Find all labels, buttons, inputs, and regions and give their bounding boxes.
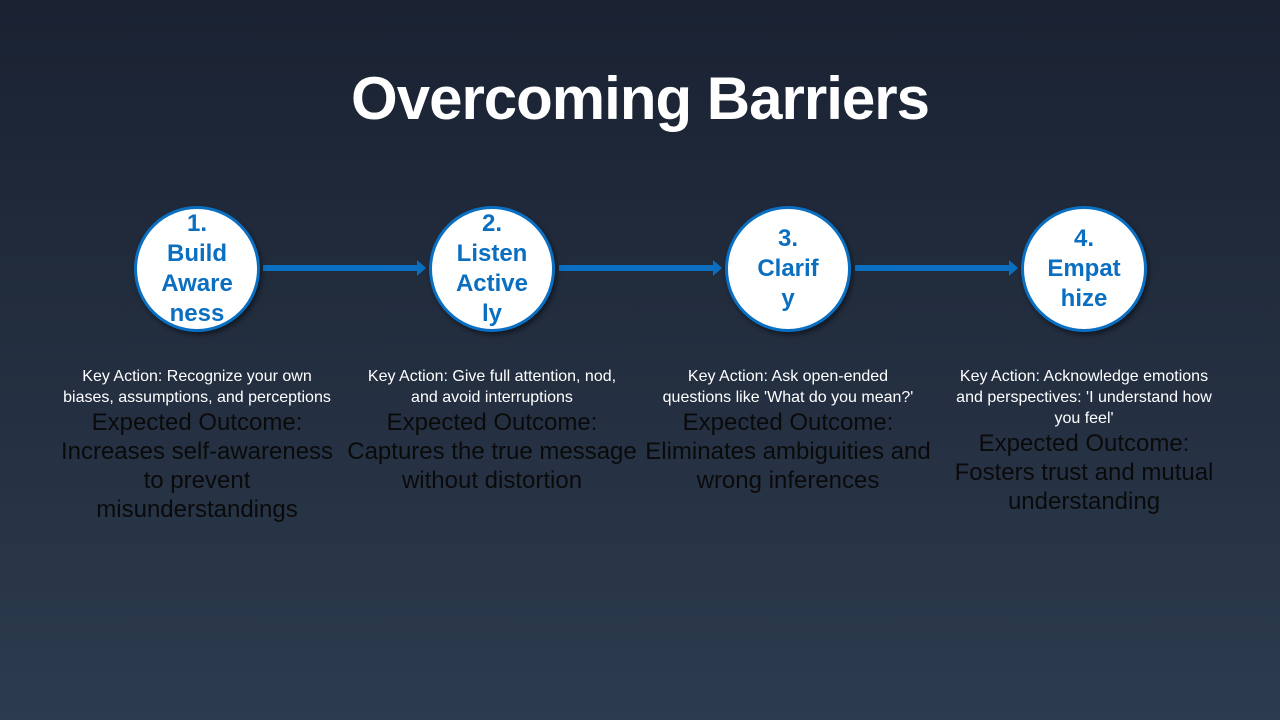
- step-build-awareness: 1. Build Awareness Key Action: Recognize…: [52, 206, 342, 524]
- step-circle: 2. Listen Actively: [429, 206, 555, 332]
- step-clarify: 3. Clarify Key Action: Ask open-ended qu…: [643, 206, 933, 495]
- step-label: Empathize: [1047, 255, 1121, 312]
- key-action: Key Action: Recognize your own biases, a…: [63, 368, 331, 406]
- expected-outcome: Expected Outcome: Eliminates ambiguities…: [645, 409, 931, 494]
- step-circle: 4. Empathize: [1021, 206, 1147, 332]
- step-label: Listen Actively: [455, 240, 529, 327]
- step-label: Build Awareness: [161, 240, 233, 327]
- step-number: 2.: [481, 210, 502, 237]
- step-number: 3.: [777, 225, 798, 252]
- expected-outcome: Expected Outcome: Captures the true mess…: [347, 409, 637, 494]
- arrow-1-to-2: [263, 260, 426, 276]
- expected-outcome: Expected Outcome: Increases self-awarene…: [60, 409, 334, 523]
- step-empathize: 4. Empathize Key Action: Acknowledge emo…: [939, 206, 1229, 516]
- step-listen-actively: 2. Listen Actively Key Action: Give full…: [347, 206, 637, 495]
- expected-outcome: Expected Outcome: Fosters trust and mutu…: [954, 430, 1214, 515]
- step-circle: 3. Clarify: [725, 206, 851, 332]
- slide-title: Overcoming Barriers: [351, 65, 930, 132]
- step-number: 1.: [186, 210, 207, 237]
- key-action: Key Action: Give full attention, nod, an…: [367, 368, 617, 406]
- arrow-2-to-3: [559, 260, 722, 276]
- step-label: Clarify: [757, 255, 819, 312]
- key-action: Key Action: Acknowledge emotions and per…: [956, 368, 1212, 427]
- step-circle: 1. Build Awareness: [134, 206, 260, 332]
- key-action: Key Action: Ask open-ended questions lik…: [662, 368, 914, 406]
- arrow-3-to-4: [855, 260, 1018, 276]
- step-number: 4.: [1073, 225, 1094, 252]
